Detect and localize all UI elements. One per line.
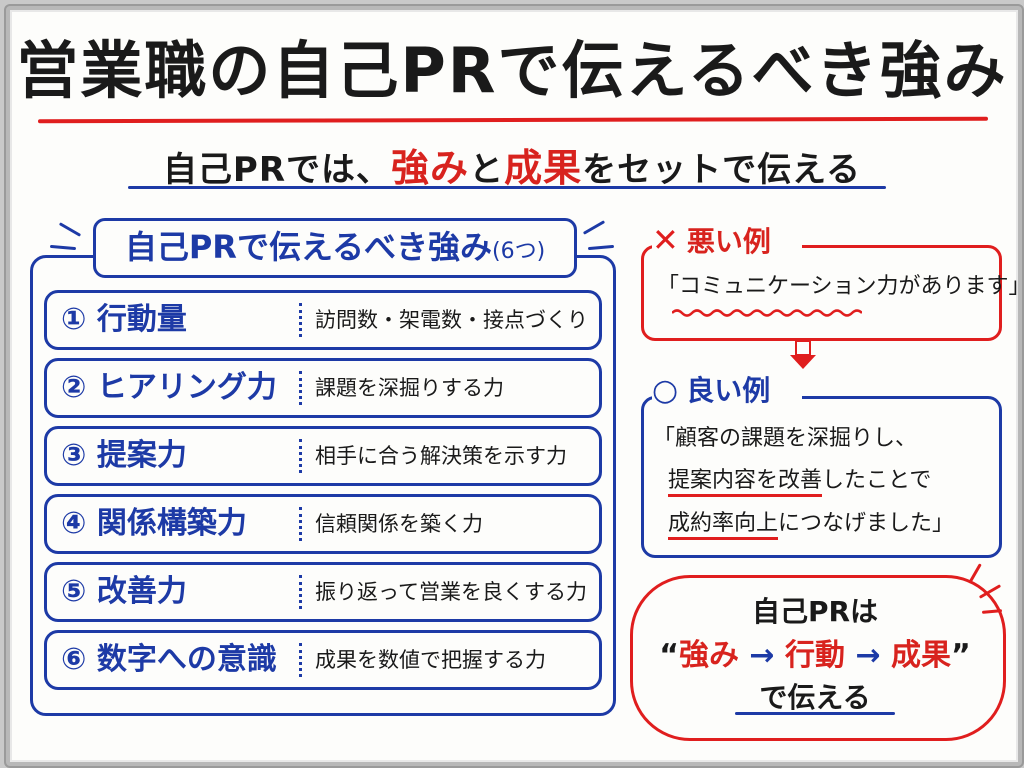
strength-label: ④ 関係構築力 [61,506,247,541]
strength-item: ① 行動量 訪問数・架電数・接点づくり [44,290,602,350]
good-example-line3: 成約率向上につなげました」 [668,505,955,540]
good-example-line3-rest: につなげました」 [778,511,955,536]
strength-label: ③ 提案力 [61,438,187,473]
subtitle-strength: 強み [391,146,470,190]
strength-item: ③ 提案力 相手に合う解決策を示す力 [44,426,602,486]
bad-example-box [641,245,1002,341]
summary-strength: 強み [678,638,739,673]
bad-example-text: 「コミュニケーション力があります」 [657,274,1024,299]
cross-icon: ✕ [652,221,679,259]
dotted-divider [299,507,302,541]
good-example-line1: 「顧客の課題を深掘りし、 [653,426,918,451]
subtitle: 自己PRでは、強みと成果をセットで伝える [0,137,1024,192]
strength-desc: 訪問数・架電数・接点づくり [315,308,588,332]
strength-item: ② ヒアリング力 課題を深掘りする力 [44,358,602,418]
bad-example-heading: ✕悪い例 [652,220,802,260]
summary-line2: “強み → 行動 → 成果” [630,630,1000,674]
strength-desc: 振り返って営業を良くする力 [315,580,587,604]
strength-desc: 成果を数値で把握する力 [315,648,546,672]
strength-item: ④ 関係構築力 信頼関係を築く力 [44,494,602,554]
close-quote: ” [951,638,971,673]
strengths-count: (6つ) [491,239,546,264]
wavy-underline [672,309,862,317]
subtitle-result: 成果 [504,146,583,190]
page-title: 営業職の自己PRで伝えるべき強み [16,34,1008,107]
subtitle-part3: をセットで伝える [582,150,862,190]
strength-label: ⑤ 改善力 [61,574,187,609]
arrow-right-icon: → [855,638,881,673]
summary-result: 成果 [891,638,952,673]
good-example-title: 良い例 [686,374,771,407]
strength-label: ⑥ 数字への意識 [61,642,277,677]
arrow-right-icon: → [749,638,775,673]
whiteboard [6,6,1022,766]
summary-bubble [630,575,1006,741]
good-example-box [641,396,1002,558]
strengths-heading-text: 自己PRで伝えるべき強み [124,228,492,266]
down-arrow-icon [790,341,816,369]
good-example-line2-rest: したことで [822,468,932,493]
circle-icon: ○ [652,373,679,408]
strength-desc: 信頼関係を築く力 [315,512,483,536]
summary-action: 行動 [785,638,845,673]
strength-desc: 課題を深掘りする力 [315,376,504,400]
dotted-divider [299,439,302,473]
dotted-divider [299,303,302,337]
good-example-highlight: 提案内容を改善 [668,468,823,497]
dotted-divider [299,575,302,609]
subtitle-underline [128,186,886,189]
summary-underline [735,712,895,715]
strength-item: ⑥ 数字への意識 成果を数値で把握する力 [44,630,602,690]
good-example-highlight: 成約率向上 [668,511,779,540]
strength-label: ② ヒアリング力 [61,370,277,405]
dotted-divider [299,371,302,405]
dotted-divider [299,643,302,677]
summary-line1: 自己PRは [751,595,879,628]
strength-label: ① 行動量 [61,302,187,337]
open-quote: “ [659,638,679,673]
bad-example-title: 悪い例 [686,225,771,258]
strength-item: ⑤ 改善力 振り返って営業を良くする力 [44,562,602,622]
subtitle-part2: と [469,150,505,190]
strengths-heading: 自己PRで伝えるべき強み(6つ) [93,218,577,278]
summary-line3: で伝える [759,681,871,714]
good-example-heading: ○良い例 [652,371,802,411]
subtitle-part1: 自己PRでは、 [162,150,392,190]
good-example-line2: 提案内容を改善したことで [668,462,932,497]
strength-desc: 相手に合う解決策を示す力 [315,444,567,468]
